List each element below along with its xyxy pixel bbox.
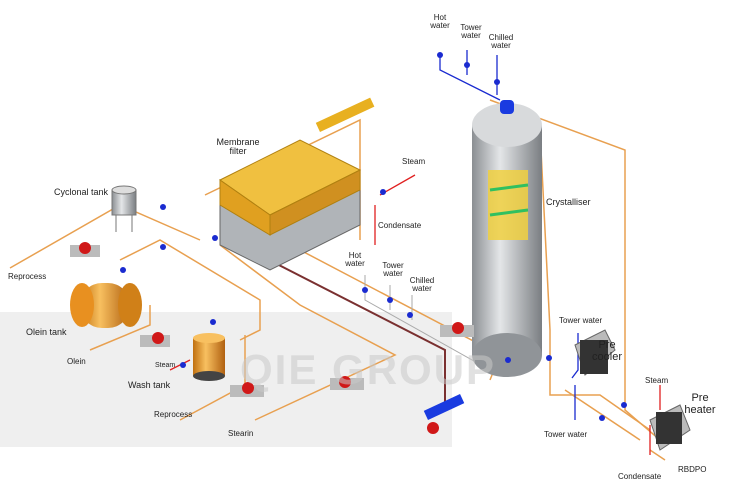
label-mid-hot-water: Hot water: [345, 251, 365, 269]
label-membrane-filter: Membrane filter: [216, 137, 260, 157]
label-crystalliser: Crystalliser: [546, 197, 591, 207]
label-steam-heater: Steam: [645, 376, 669, 385]
label-pre-heater: Pre heater: [684, 392, 716, 416]
pre-heater: [649, 404, 691, 451]
wash-tank: [193, 333, 225, 381]
label-reprocess-left: Reprocess: [8, 272, 47, 281]
label-tower-water-out: Tower water: [544, 430, 588, 439]
label-olein: Olein: [67, 357, 86, 366]
label-mid-chilled-water: Chilled water: [409, 276, 435, 294]
label-steam-top: Steam: [402, 157, 426, 166]
label-condensate-bottom: Condensate: [618, 472, 662, 481]
label-rbdpo: RBDPO: [678, 465, 707, 474]
label-pre-cooler: Pre cooler: [592, 339, 622, 363]
label-condensate-mid: Condensate: [378, 221, 422, 230]
cyclonal-tank: [111, 185, 137, 232]
watermark-logo: QIE GROUP: [240, 346, 497, 393]
water-lines: [439, 50, 579, 420]
crystalliser-vessel: [472, 100, 542, 377]
label-stearin: Stearin: [228, 429, 254, 438]
label-top-hot-water: Hot water: [430, 13, 450, 31]
stearin-line: [229, 239, 446, 410]
label-top-chilled-water: Chilled water: [488, 33, 514, 51]
pumps: [70, 242, 474, 434]
floor-panel: [0, 312, 452, 447]
label-reprocess-bottom: Reprocess: [154, 410, 193, 419]
pre-cooler: [574, 329, 616, 376]
label-tower-water-in: Tower water: [559, 316, 603, 325]
label-wash-tank: Wash tank: [128, 380, 171, 390]
valves: [120, 52, 627, 421]
label-top-tower-water: Tower water: [460, 23, 482, 41]
olein-tank: [70, 283, 142, 328]
label-olein-tank: Olein tank: [26, 327, 67, 337]
label-steam-wash: Steam: [155, 362, 176, 369]
label-mid-tower-water: Tower water: [382, 261, 404, 279]
membrane-filter: [219, 97, 375, 271]
label-cyclonal-tank: Cyclonal tank: [54, 187, 109, 197]
